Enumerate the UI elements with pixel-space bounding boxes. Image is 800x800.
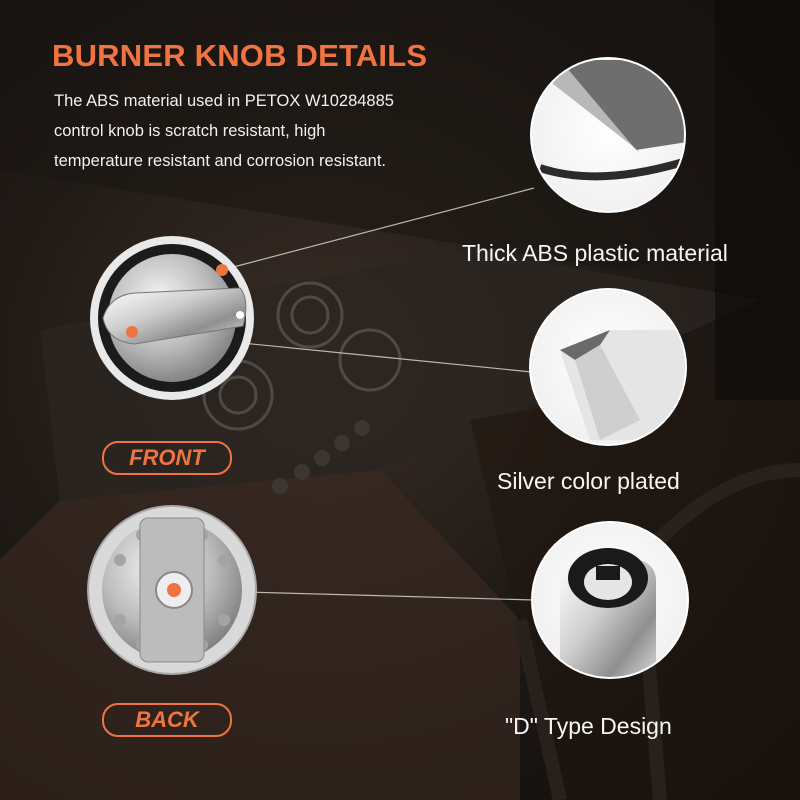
- front-view-badge: FRONT: [102, 441, 232, 475]
- description-line: The ABS material used in PETOX W10284885: [54, 92, 394, 110]
- feature-d-type-label: "D" Type Design: [505, 713, 672, 739]
- description-line: control knob is scratch resistant, high: [54, 122, 326, 140]
- product-description: The ABS material used in PETOX W10284885…: [54, 86, 474, 176]
- detail-circle-plated: [529, 288, 687, 446]
- detail-circle-abs: [530, 57, 686, 213]
- front-knob-image: [90, 236, 254, 400]
- page-title: BURNER KNOB DETAILS: [52, 38, 428, 73]
- detail-circle-d-type: [531, 521, 689, 679]
- feature-abs-label: Thick ABS plastic material: [462, 240, 728, 266]
- back-view-badge: BACK: [102, 703, 232, 737]
- feature-plated-label: Silver color plated: [497, 468, 680, 494]
- description-line: temperature resistant and corrosion resi…: [54, 152, 386, 170]
- back-knob-image: [87, 505, 257, 675]
